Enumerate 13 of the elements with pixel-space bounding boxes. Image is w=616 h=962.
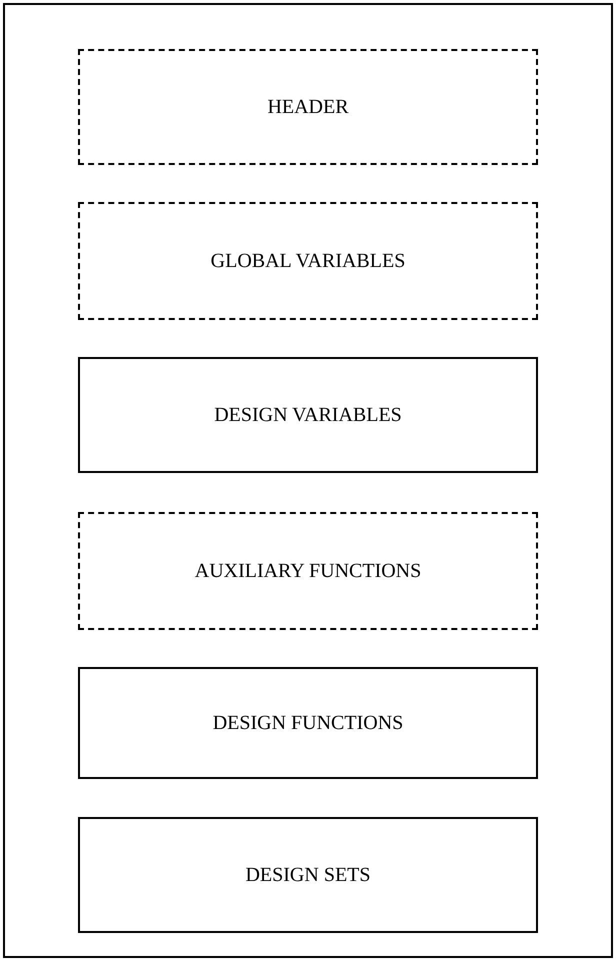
- section-label: GLOBAL VARIABLES: [210, 249, 406, 274]
- section-label: DESIGN SETS: [245, 863, 370, 888]
- section-label: DESIGN FUNCTIONS: [212, 711, 404, 736]
- outer-frame: [3, 3, 613, 958]
- section-box: [78, 667, 538, 779]
- section-label: HEADER: [267, 95, 349, 120]
- dashed-box: [78, 49, 538, 165]
- section-label: AUXILIARY FUNCTIONS: [194, 559, 422, 584]
- dashed-box: [78, 202, 538, 320]
- section-box: [78, 817, 538, 933]
- section-label: DESIGN VARIABLES: [214, 403, 402, 428]
- section-box: [78, 357, 538, 473]
- dashed-box: [78, 512, 538, 630]
